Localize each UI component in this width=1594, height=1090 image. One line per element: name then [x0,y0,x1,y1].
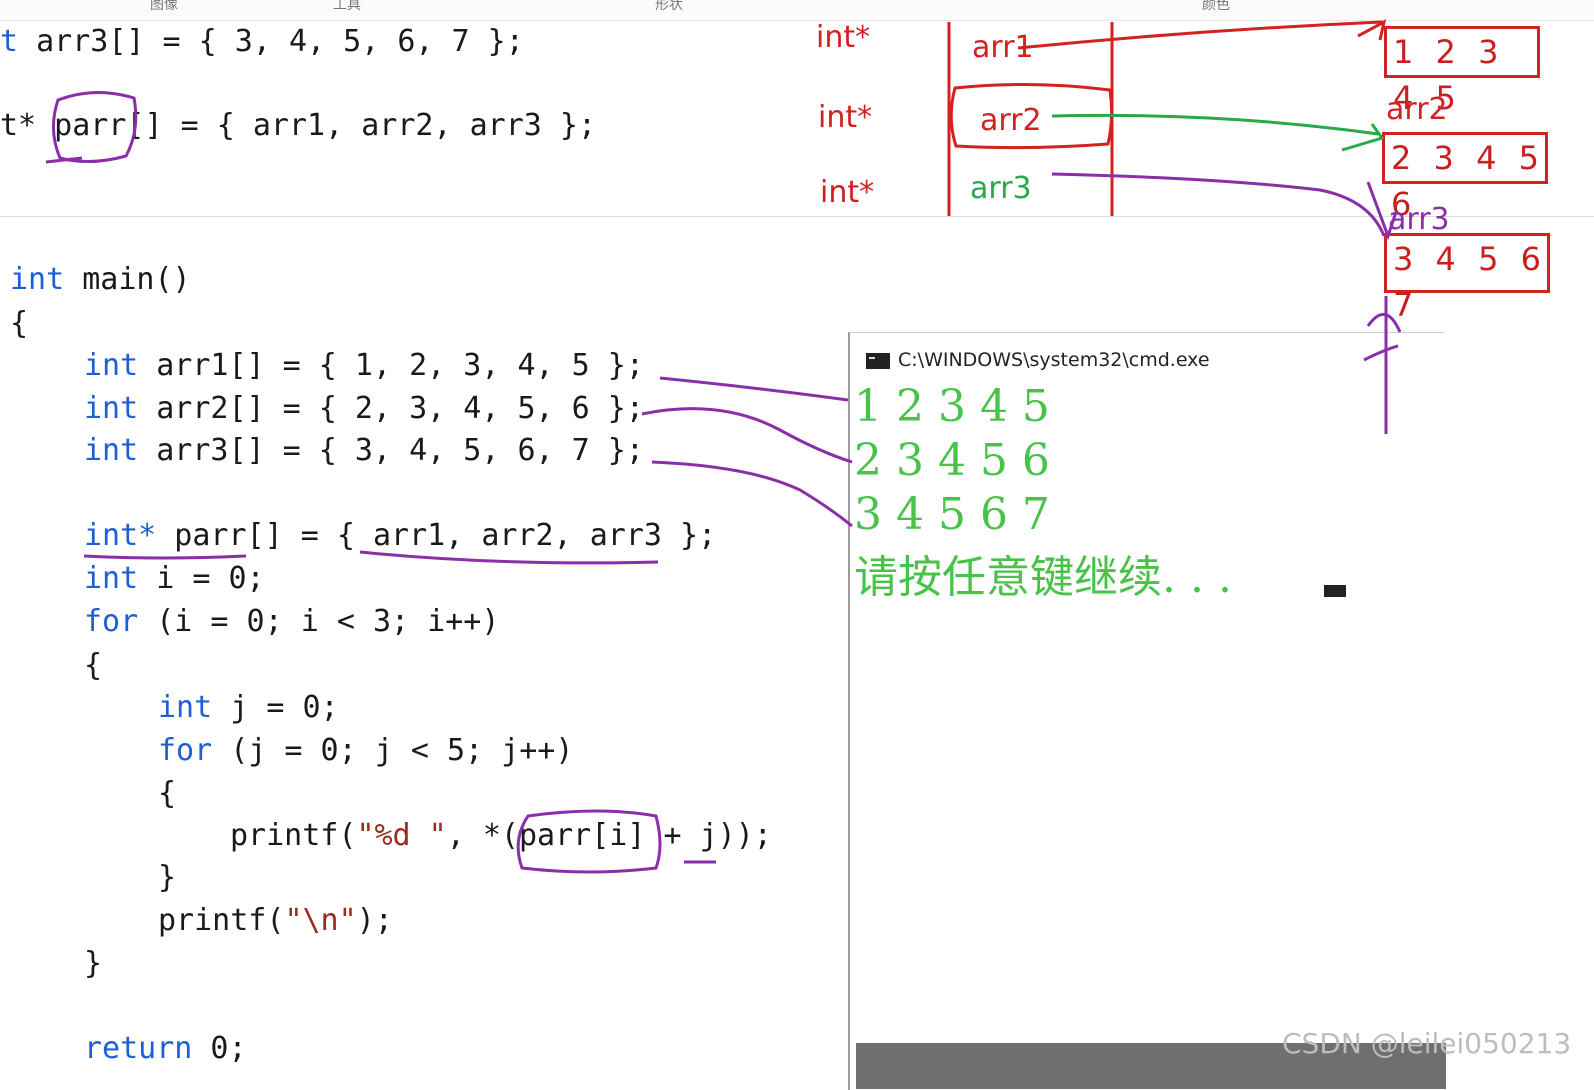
code-text: i = 0; [138,561,265,596]
code-text: parr[] = { arr1, arr2, arr3 }; [156,518,717,553]
code-text: arr3[] = { 3, 4, 5, 6, 7 }; [18,24,524,59]
toolbar-item-tools[interactable]: 工具 [333,0,361,13]
code-text: ); [356,903,393,938]
code-text: (i = 0; i < 3; i++) [138,604,500,639]
code-arr1-decl: int arr1[] = { 1, 2, 3, 4, 5 }; [84,348,644,384]
string-literal: "%d " [356,818,447,853]
cmd-window-title: C:\WINDOWS\system32\cmd.exe [898,349,1210,371]
code-text: 0; [192,1031,247,1066]
code-arr3-decl: int arr3[] = { 3, 4, 5, 6, 7 }; [84,433,644,469]
cell-arr2: arr2 [980,103,1042,138]
code-text: printf( [158,903,285,938]
code-brace: { [158,776,177,811]
code-printf-value: printf("%d ", *(parr[i] + j)); [230,818,772,854]
pointer-type-1: int* [816,20,871,55]
pointer-type-2: int* [818,100,873,135]
toolbar-item-shapes[interactable]: 形状 [655,0,683,13]
code-i-decl: int i = 0; [84,561,265,597]
cmd-output-line-1: 1 2 3 4 5 [854,381,1050,432]
parr-circle-tail [45,156,83,164]
code-text: arr1[] = { 1, 2, 3, 4, 5 }; [138,348,644,383]
code-text: t* [0,108,37,143]
paint-toolbar: 图像 工具 形状 颜色 [0,0,1594,21]
cmd-output-prompt: 请按任意键继续. . . [854,552,1232,603]
keyword: int [84,391,139,426]
keyword: for [84,604,139,639]
link-arr2-output [641,407,853,464]
code-text: parr[] = { arr1, arr2, arr3 }; [36,108,597,143]
keyword: int* [84,518,157,553]
keyword: t [0,24,19,59]
code-brace: } [84,946,103,981]
code-j-decl: int j = 0; [158,690,339,726]
region-separator [0,216,1594,217]
code-text: j = 0; [212,690,339,725]
code-brace: { [84,648,103,683]
code-brace: { [10,306,29,341]
arrow-arr2 [1051,113,1379,136]
toolbar-item-colors[interactable]: 颜色 [1202,0,1230,13]
arrowhead-arr2 [1341,123,1385,152]
code-printf-newline: printf("\n"); [158,903,393,939]
cmd-output-line-3: 3 4 5 6 7 [854,489,1050,540]
cell-arr3: arr3 [970,171,1032,206]
keyword: int [84,348,139,383]
link-arr1-output [659,376,849,402]
array-box-arr3: 3 4 5 6 7 [1384,233,1550,324]
code-text: main() [64,262,191,297]
keyword: int [84,561,139,596]
code-text: printf( [230,818,357,853]
cmd-cursor [1324,585,1346,597]
code-return: return 0; [84,1031,247,1067]
cmd-window[interactable]: C:\WINDOWS\system32\cmd.exe 1 2 3 4 5 2 … [848,332,1444,1090]
code-text: arr2[] = { 2, 3, 4, 5, 6 }; [138,391,644,426]
arrowhead-arr1 [1357,19,1387,41]
code-brace: } [158,860,177,895]
array-label-arr3: arr3 [1388,202,1450,237]
code-text: arr3[] = { 3, 4, 5, 6, 7 }; [138,433,644,468]
keyword: for [158,733,213,768]
code-outer-for: for (i = 0; i < 3; i++) [84,604,499,640]
pointer-type-3: int* [820,175,875,210]
watermark: CSDN @leilei050213 [1282,1027,1572,1060]
keyword: int [10,262,65,297]
keyword: return [84,1031,193,1066]
arrow-arr3 [1051,172,1386,237]
code-main-signature: int main() [10,262,191,298]
keyword: int [84,433,139,468]
cell-arr1: arr1 [972,30,1034,65]
code-inner-for: for (j = 0; j < 5; j++) [158,733,573,769]
array-label-arr2: arr2 [1386,92,1448,127]
cmd-icon [866,353,890,369]
arrow-arr1 [1017,20,1383,50]
top-code-line-2: t* parr[] = { arr1, arr2, arr3 }; [0,108,596,144]
toolbar-item-image[interactable]: 图像 [150,0,178,13]
string-literal: "\n" [284,903,357,938]
code-text: (j = 0; j < 5; j++) [212,733,574,768]
keyword: int [158,690,213,725]
top-code-line-1: t arr3[] = { 3, 4, 5, 6, 7 }; [0,24,524,60]
code-parr-decl: int* parr[] = { arr1, arr2, arr3 }; [84,518,716,554]
link-arr3-output [651,460,853,528]
code-text: , *(parr[i] + j)); [446,818,772,853]
array-box-arr1: 1 2 3 4 5 [1384,26,1540,117]
cmd-output-line-2: 2 3 4 5 6 [854,435,1050,486]
array-box-arr2: 2 3 4 5 6 [1382,132,1548,223]
underline-parr [83,554,247,560]
code-arr2-decl: int arr2[] = { 2, 3, 4, 5, 6 }; [84,391,644,427]
video-caption-bar [856,1043,1446,1089]
